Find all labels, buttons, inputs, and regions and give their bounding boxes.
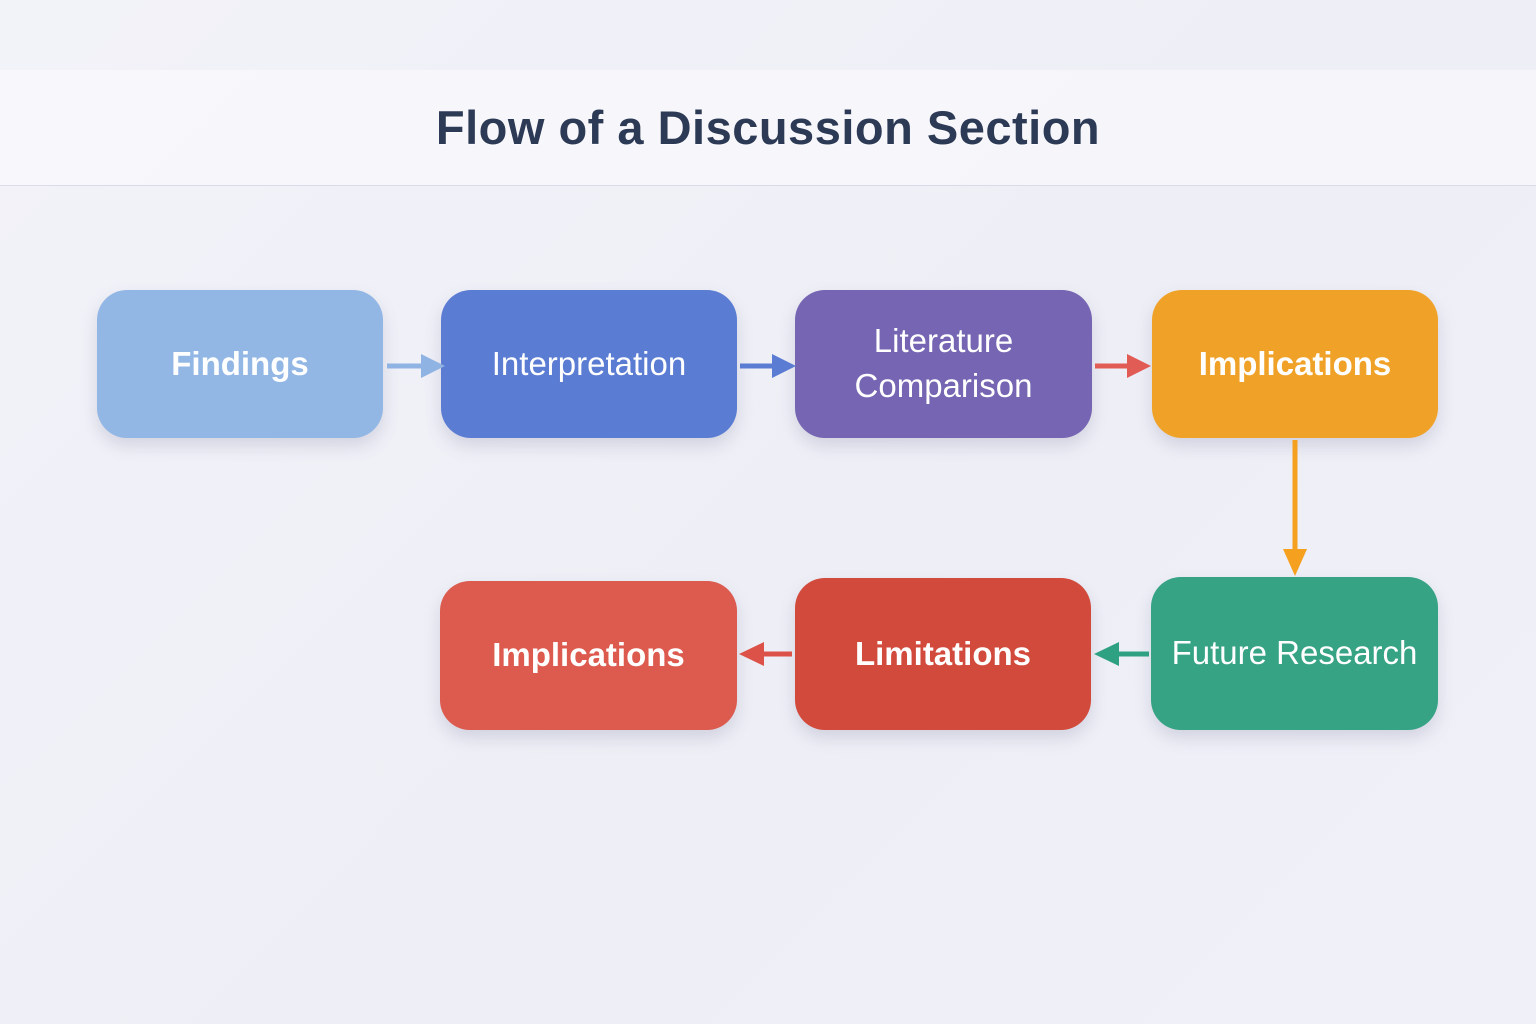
arrow-implications-to-future-research: [1283, 440, 1307, 576]
node-future-research-label: Future Research: [1171, 634, 1418, 672]
arrow-findings-to-interpretation: [387, 354, 445, 378]
node-implications-bottom: Implications: [440, 581, 737, 730]
node-findings: Findings: [97, 290, 383, 438]
node-implications-bottom-label: Implications: [492, 636, 685, 674]
node-limitations-label: Limitations: [854, 634, 1031, 672]
node-literature-comparison: Literature Comparison: [795, 290, 1092, 438]
title-band: Flow of a Discussion Section: [0, 70, 1536, 186]
node-findings-label: Findings: [171, 344, 309, 382]
arrow-interpretation-to-literature: [740, 354, 796, 378]
arrow-future-research-to-limitations: [1094, 642, 1149, 666]
node-literature-comparison-label: Literature Comparison: [854, 322, 1033, 404]
node-interpretation-label: Interpretation: [491, 344, 687, 382]
node-future-research: Future Research: [1151, 577, 1438, 730]
diagram-title: Flow of a Discussion Section: [435, 101, 1101, 154]
node-implications-top: Implications: [1152, 290, 1438, 438]
arrow-limitations-to-implications: [739, 642, 792, 666]
node-implications-top-label: Implications: [1198, 344, 1392, 382]
node-interpretation: Interpretation: [441, 290, 737, 438]
node-limitations: Limitations: [795, 578, 1091, 730]
arrow-literature-to-implications: [1095, 354, 1151, 378]
